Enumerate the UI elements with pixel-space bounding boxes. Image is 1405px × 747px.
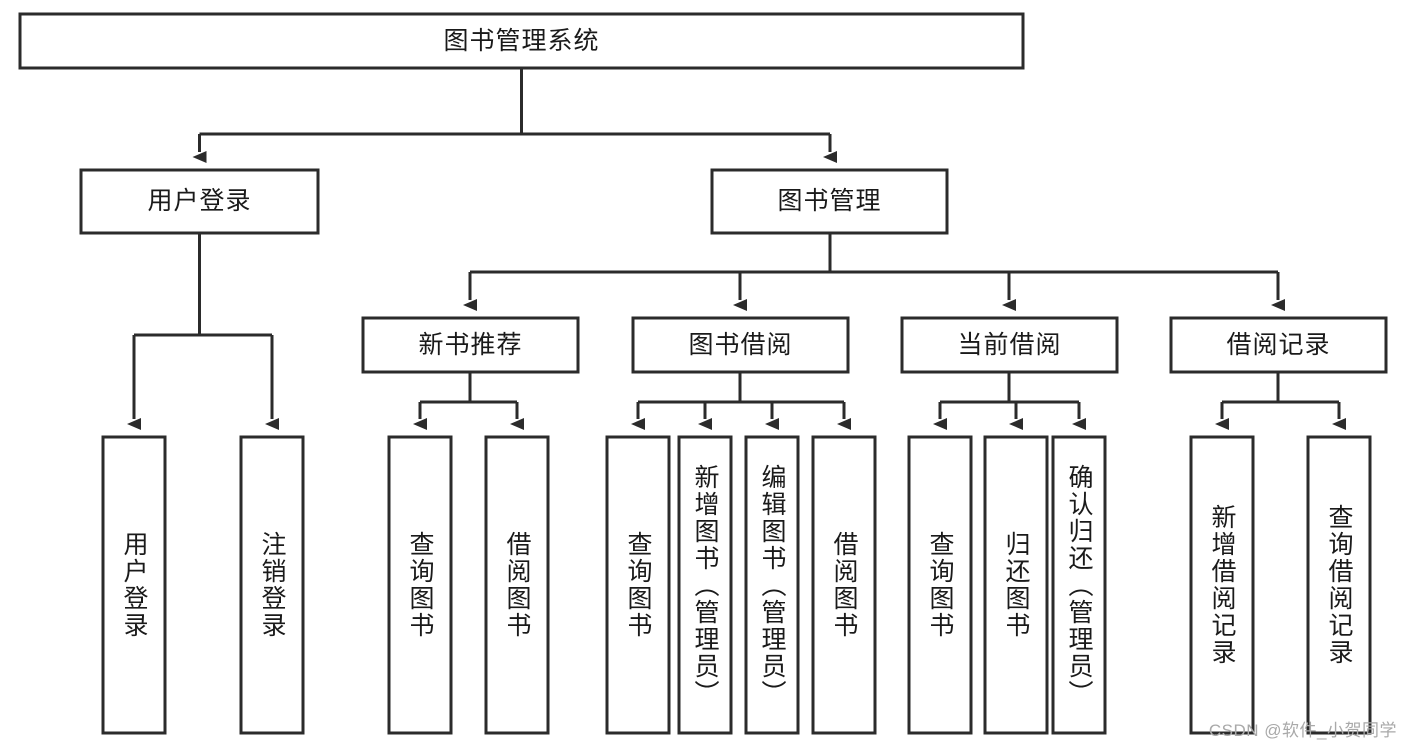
node-box-book-borrow: [631, 316, 850, 374]
node-box-leaf-query-book-borrow: [605, 435, 671, 735]
edge-layer: [127, 68, 1346, 430]
node-box-book-manage: [710, 168, 949, 235]
node-box-leaf-add-book: [677, 435, 733, 735]
node-box-root: [18, 12, 1025, 70]
box-layer: [18, 12, 1388, 735]
node-box-current-borrow: [900, 316, 1119, 374]
node-box-leaf-borrow-book: [811, 435, 877, 735]
node-box-leaf-query-book-rec: [387, 435, 453, 735]
node-box-user-login: [79, 168, 320, 235]
node-box-new-book-rec: [361, 316, 580, 374]
node-box-leaf-logout: [239, 435, 305, 735]
node-box-leaf-confirm-return: [1051, 435, 1107, 735]
node-box-leaf-add-record: [1189, 435, 1255, 735]
node-box-leaf-return-book: [983, 435, 1049, 735]
node-box-leaf-query-book-cur: [907, 435, 973, 735]
node-box-leaf-query-record: [1306, 435, 1372, 735]
node-box-leaf-user-login: [101, 435, 167, 735]
node-box-leaf-edit-book: [744, 435, 800, 735]
node-box-borrow-record: [1169, 316, 1388, 374]
csdn-watermark: CSDN @软件_小贺同学: [1208, 721, 1397, 740]
node-box-leaf-borrow-book-rec: [484, 435, 550, 735]
